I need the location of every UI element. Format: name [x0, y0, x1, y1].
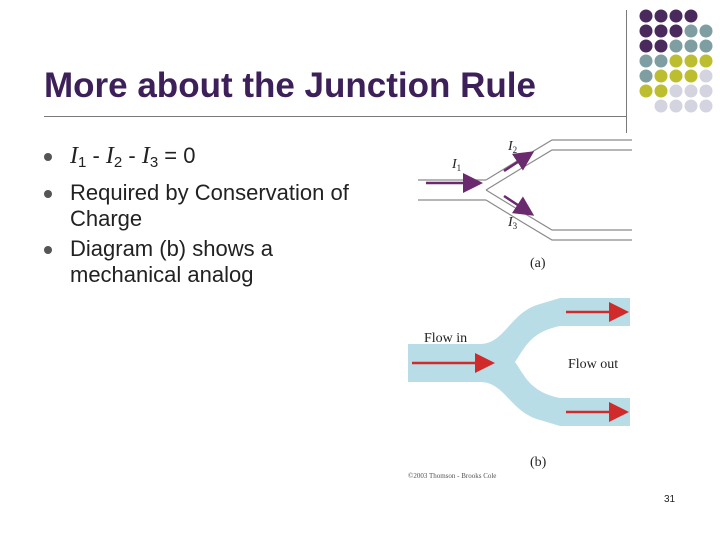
bullet-dot: [44, 246, 52, 254]
label-flow-out: Flow out: [568, 357, 618, 372]
label-i2: I2: [507, 139, 517, 155]
bullet-dot: [44, 190, 52, 198]
bullet-text: Required by Conservation of Charge: [70, 180, 349, 231]
bullet-item-conservation: Required by Conservation of Charge: [44, 180, 374, 232]
junction-wire-mid-lower: [485, 189, 632, 231]
label-i3: I3: [507, 215, 518, 231]
copyright-note: ©2003 Thomson - Brooks Cole: [408, 472, 496, 480]
diagram-a-current-junction: I1 I2 I3 (a): [418, 139, 632, 271]
junction-equation: I1 - I2 - I3 = 0: [70, 143, 196, 171]
diagram-a-caption: (a): [530, 256, 546, 271]
bullet-dot: [44, 153, 52, 161]
vertical-divider: [626, 10, 627, 133]
bullet-list: I1 - I2 - I3 = 0 Required by Conservatio…: [44, 143, 374, 288]
label-flow-in: Flow in: [424, 331, 467, 346]
junction-wire-lower: [485, 199, 632, 241]
current-arrow-i3: [503, 194, 535, 216]
slide-title: More about the Junction Rule: [44, 66, 536, 105]
page-number: 31: [664, 494, 676, 505]
bullet-text: Diagram (b) shows a mechanical analog: [70, 236, 273, 287]
title-underline: [44, 116, 626, 117]
junction-wire-upper: [485, 139, 632, 181]
decorative-dot-grid: [639, 9, 713, 113]
bullet-item-equation: I1 - I2 - I3 = 0: [44, 143, 374, 176]
current-arrow-i2: [503, 151, 535, 173]
junction-wire-mid-upper: [485, 149, 632, 191]
bullet-item-analog: Diagram (b) shows a mechanical analog: [44, 236, 374, 288]
diagram-b-caption: (b): [530, 455, 547, 470]
label-i1: I1: [451, 157, 461, 173]
